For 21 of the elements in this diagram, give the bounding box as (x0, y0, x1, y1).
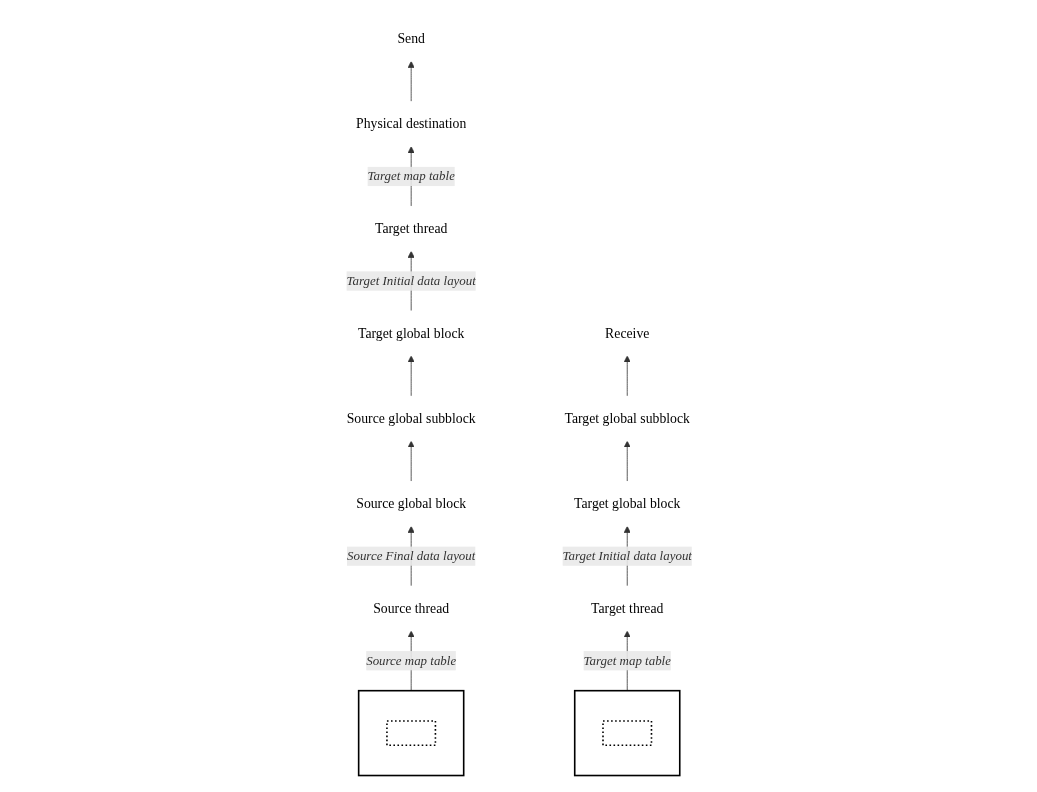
edge-label: Target map table (367, 169, 456, 183)
edge-label: Target Initial data layout (346, 273, 477, 288)
edge-label: Target map table (583, 653, 672, 668)
edge-label: Target Initial data layout (562, 548, 693, 563)
node-text: Target global block (358, 325, 465, 341)
node-box (386, 720, 437, 747)
node-text: Source global subblock (346, 410, 476, 427)
node-text: Target thread (591, 600, 664, 616)
node-text: Source global block (356, 495, 467, 512)
edge-label: Source Final data layout (347, 548, 476, 563)
node-text: Send (397, 31, 426, 47)
node-text: Target global block (574, 495, 681, 512)
node-text: Target global subblock (564, 410, 691, 427)
node-text: Target thread (375, 220, 448, 237)
node-text: Physical destination (356, 116, 467, 132)
node-text: Receive (605, 325, 650, 341)
node-text: Source thread (373, 600, 450, 616)
cluster (574, 689, 681, 777)
edge-label: Source map table (366, 653, 457, 668)
node-box (602, 720, 653, 747)
cluster (358, 689, 465, 777)
